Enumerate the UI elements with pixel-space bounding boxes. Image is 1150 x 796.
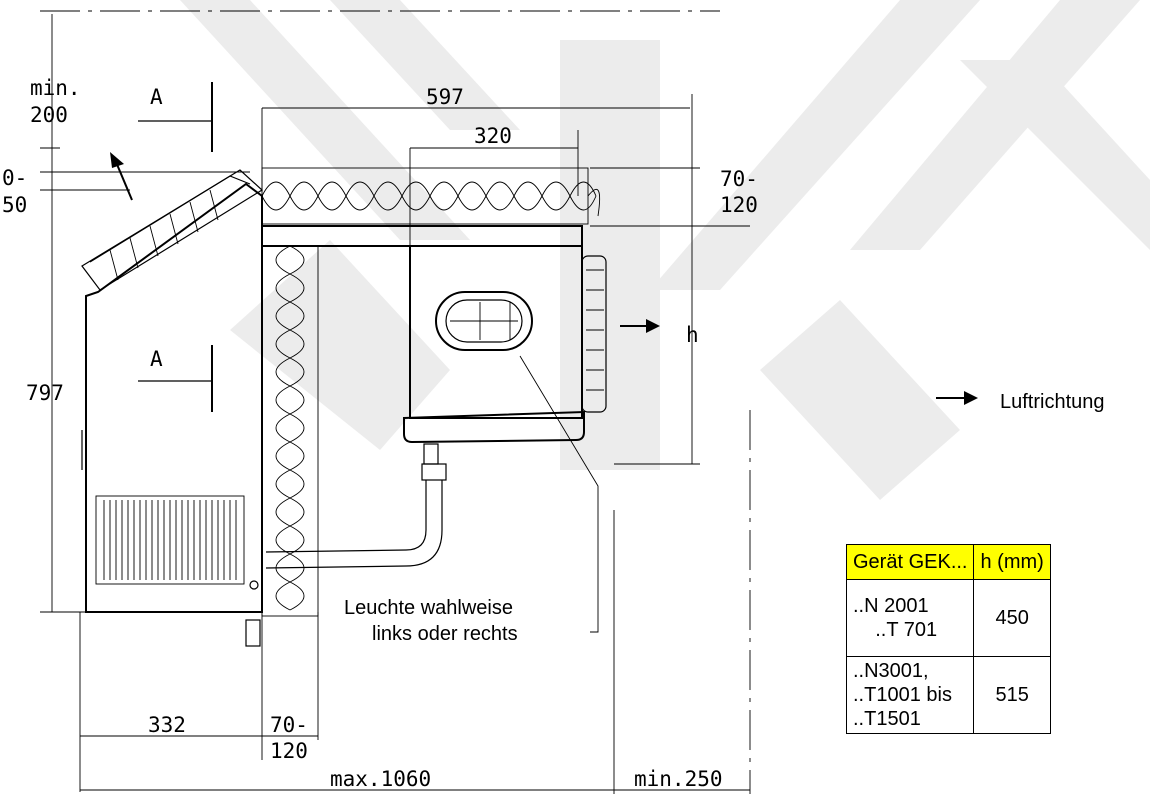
max-width-label: max.1060 [330,767,431,791]
min-top-value: 200 [30,103,68,127]
width-597-label: 597 [426,85,464,109]
power-plug [245,619,261,647]
air-direction-legend: Luftrichtung [1000,391,1105,413]
watermark-logo [180,0,1150,500]
section-a-top-label: A [150,85,163,109]
lamp-leader-line [519,355,599,633]
lamp-note-line1: Leuchte wahlweise [344,597,513,619]
ceiling-insulation [261,167,601,225]
header-h: h (mm) [973,544,1051,580]
gap-bottom-label: 50 [2,193,27,217]
height-797-label: 797 [26,381,64,405]
outflow-arrow [115,161,133,201]
insul-side-a-label: 70- [270,713,308,737]
evaporator-unit [403,245,607,444]
width-332-label: 332 [148,713,186,737]
row-model: ..N 2001 ..T 701 [845,579,975,657]
condensing-unit [81,169,263,647]
insul-top-a-label: 70- [720,167,758,191]
drain-pipe [265,443,447,569]
table-row: ..N 2001 ..T 701 450 [845,579,1051,657]
lamp-oval [435,291,533,351]
table-row: ..N3001, ..T1001 bis ..T1501 515 [845,656,1051,734]
header-device: Gerät GEK... [845,544,975,580]
min-side-label: min.250 [634,767,723,791]
device-height-table: Gerät GEK... h (mm) ..N 2001 ..T 701 450… [845,544,1051,734]
vent-grille [95,495,245,585]
lamp-note-line2: links oder rechts [372,623,518,645]
table-header-row: Gerät GEK... h (mm) [845,544,1051,580]
insul-side-b-label: 120 [270,739,308,763]
gap-top-label: 0- [2,166,27,190]
insul-top-b-label: 120 [720,193,758,217]
section-a-mid-label: A [150,347,163,371]
row-h: 450 [973,579,1051,657]
h-label: h [686,323,699,347]
row-h: 515 [973,656,1051,734]
min-top-label: min. [30,76,81,100]
row-model: ..N3001, ..T1001 bis ..T1501 [845,656,975,734]
width-320-label: 320 [474,124,512,148]
